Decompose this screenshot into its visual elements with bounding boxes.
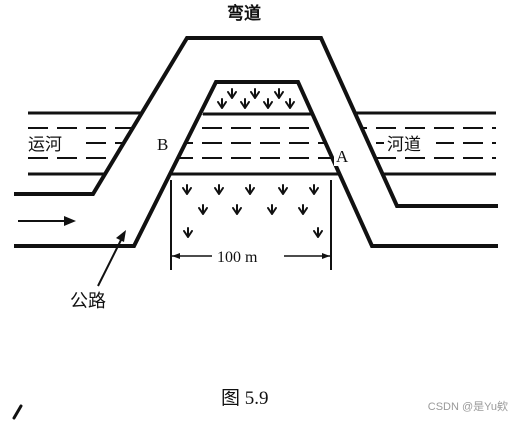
label-bend: 弯道	[227, 3, 261, 24]
label-river: 河道	[387, 135, 421, 155]
label-canal: 运河	[28, 135, 62, 155]
label-road: 公路	[70, 291, 106, 312]
label-point-b: B	[157, 135, 168, 154]
figure-caption: 图 5.9	[221, 388, 269, 409]
road-pointer	[97, 230, 126, 287]
corner-mark	[12, 404, 23, 420]
road-fill	[14, 38, 498, 246]
road-outer-edge	[14, 36, 498, 208]
label-distance: 100 m	[217, 249, 258, 266]
watermark: CSDN @是Yu欸	[427, 401, 508, 413]
label-point-a: A	[336, 147, 349, 166]
flow-arrow	[18, 216, 76, 226]
inner-field	[170, 80, 333, 270]
